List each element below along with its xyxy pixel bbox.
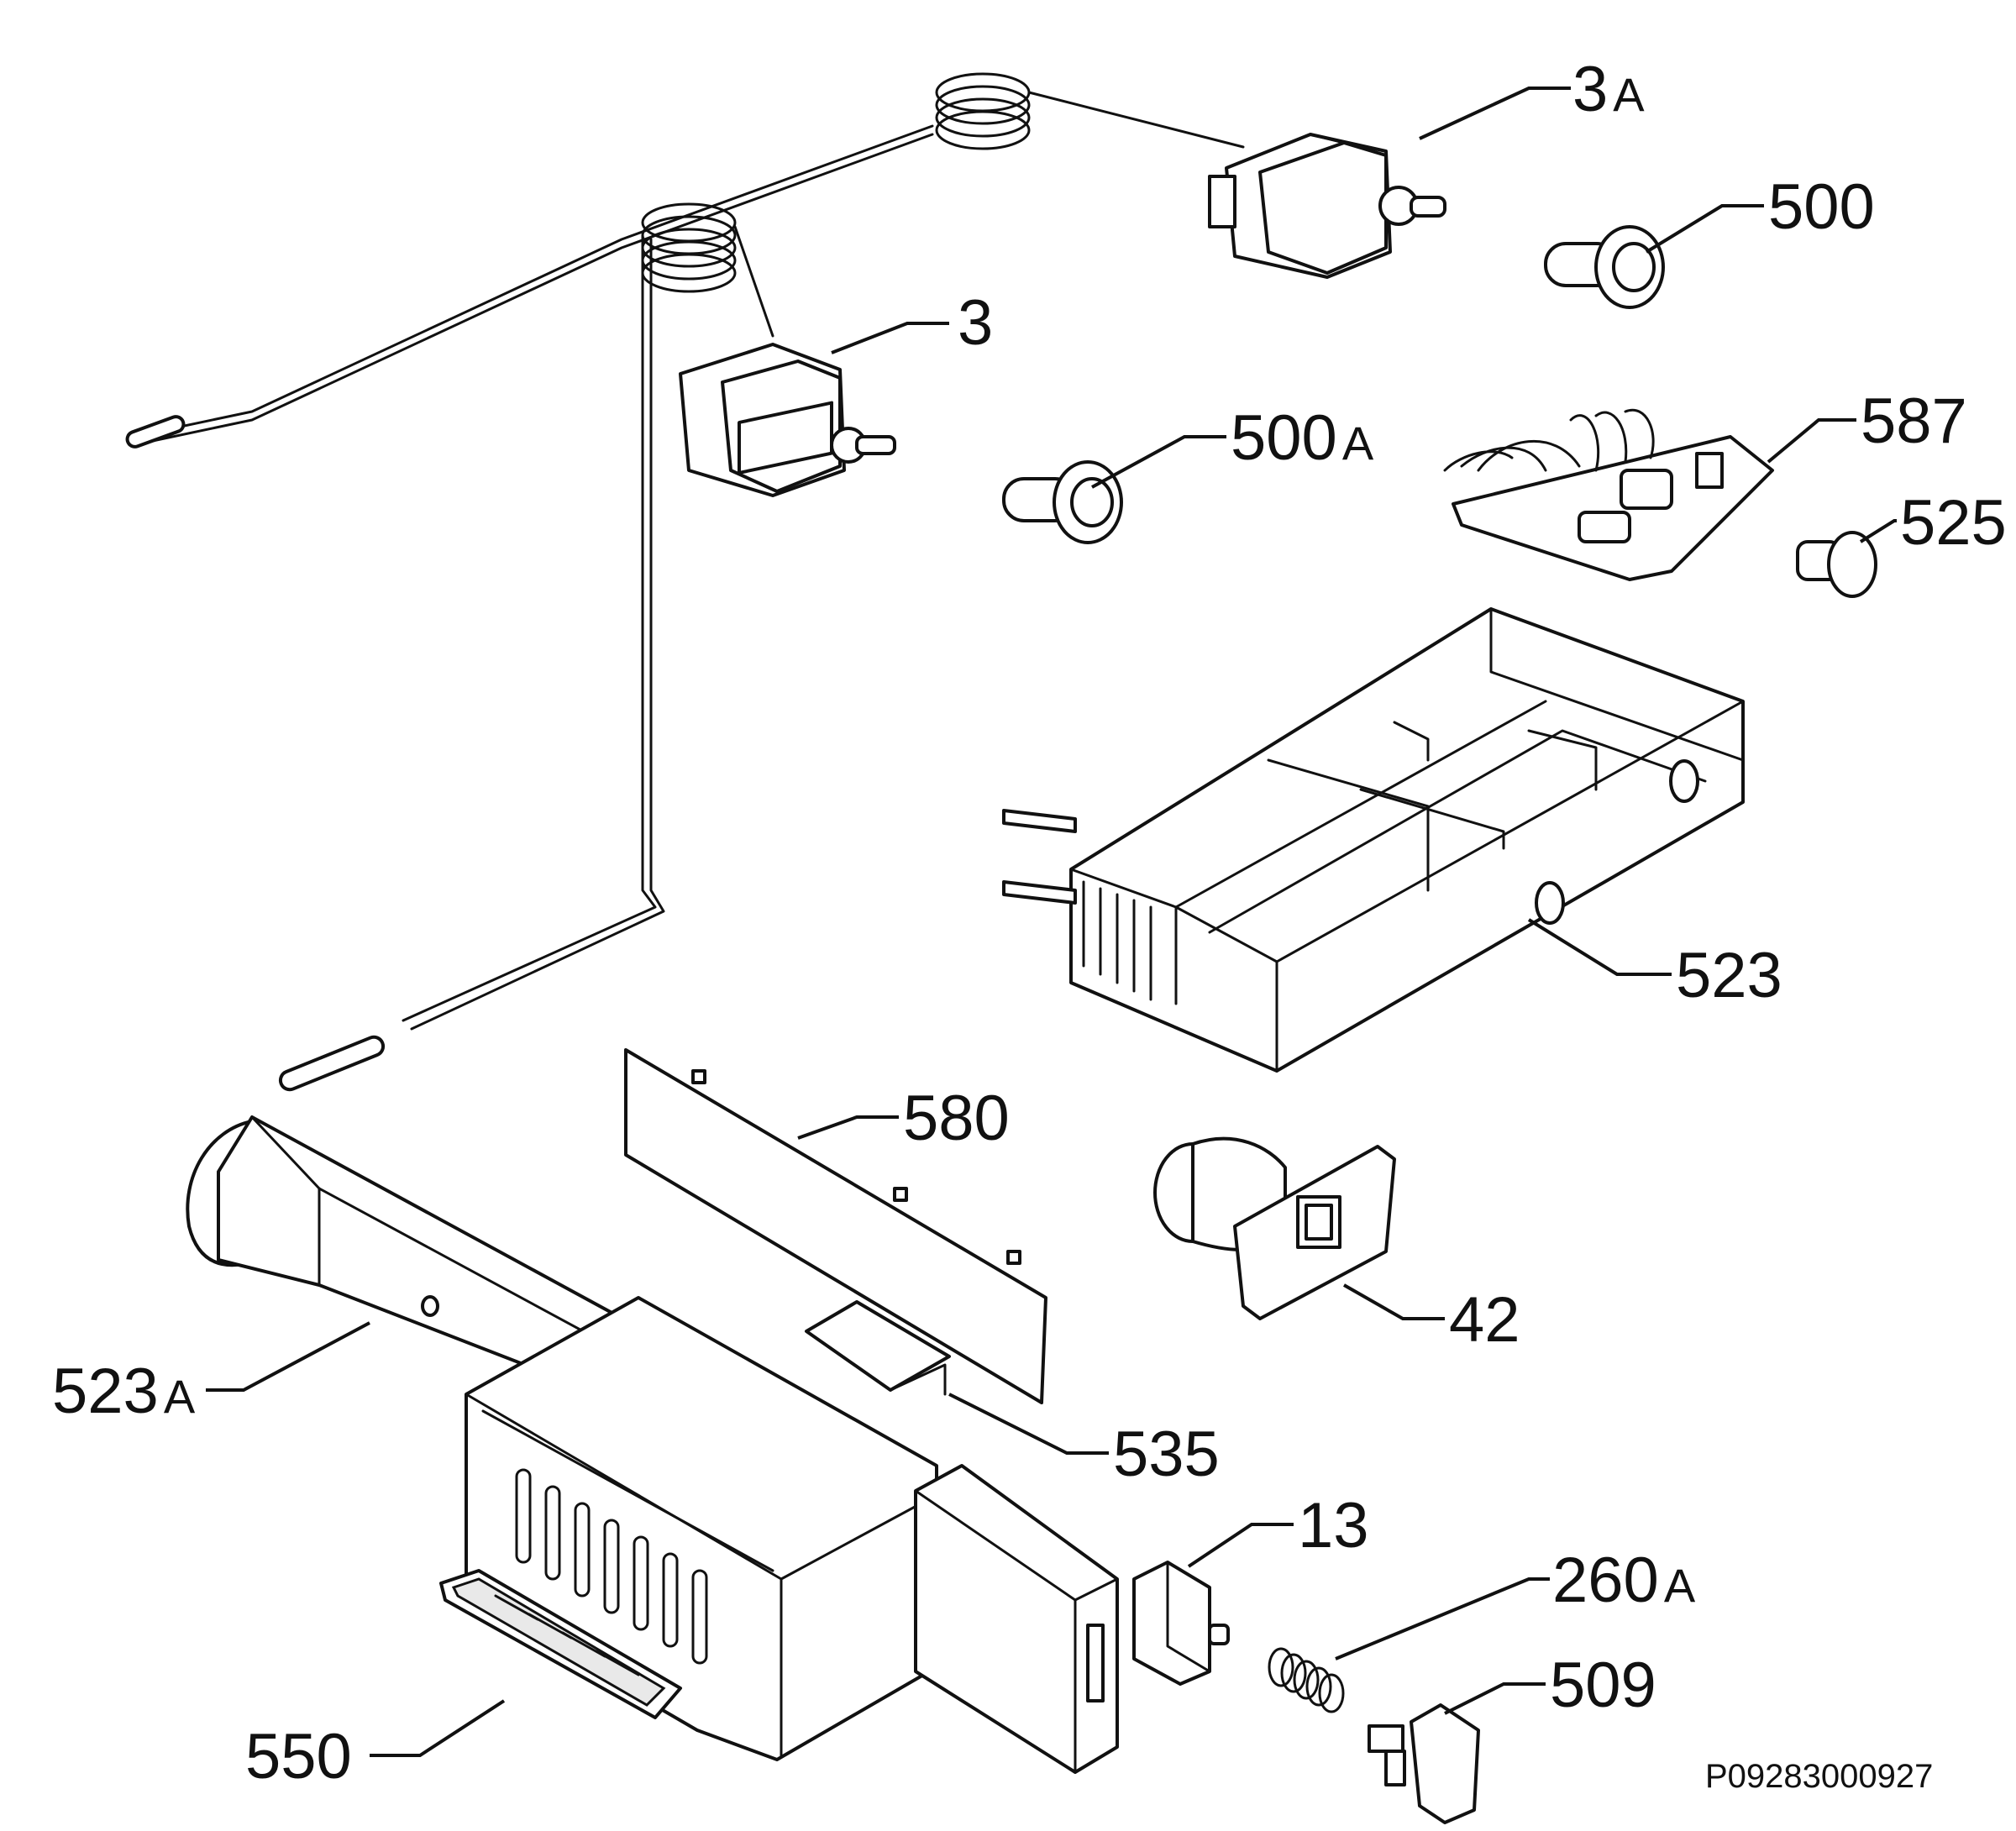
callout-580: 580 bbox=[903, 1083, 1010, 1154]
grille-550 bbox=[439, 1569, 682, 1719]
callout-500: 500 bbox=[1768, 171, 1875, 243]
callout-509: 509 bbox=[1550, 1650, 1656, 1721]
callout-550: 550 bbox=[245, 1721, 352, 1792]
capillary-tubes bbox=[125, 72, 1245, 1092]
knob-500a bbox=[1002, 460, 1123, 544]
push-button-509 bbox=[1368, 1703, 1480, 1824]
callout-523: 523 bbox=[1676, 940, 1782, 1011]
callout-587: 587 bbox=[1861, 386, 1967, 457]
spring-260a bbox=[1268, 1647, 1345, 1713]
thermostat-3 bbox=[679, 343, 896, 497]
callout-42: 42 bbox=[1449, 1284, 1520, 1356]
drawing-reference: P09283000927 bbox=[1705, 1758, 1933, 1795]
knob-500 bbox=[1544, 225, 1665, 309]
leader-lines bbox=[206, 87, 1897, 1757]
switch-13 bbox=[1132, 1561, 1230, 1686]
callout-535: 535 bbox=[1113, 1419, 1220, 1490]
thermostat-3a bbox=[1208, 133, 1446, 279]
callout-525: 525 bbox=[1900, 487, 2007, 559]
callout-13: 13 bbox=[1298, 1490, 1369, 1561]
switch-board-587 bbox=[1443, 408, 1774, 581]
lamp-holder-42 bbox=[1153, 1136, 1396, 1320]
callout-3: 3 bbox=[958, 287, 993, 359]
control-housing-523 bbox=[1002, 607, 1745, 1073]
diffuser-plate-580 bbox=[624, 1048, 1047, 1404]
button-525 bbox=[1796, 531, 1877, 598]
